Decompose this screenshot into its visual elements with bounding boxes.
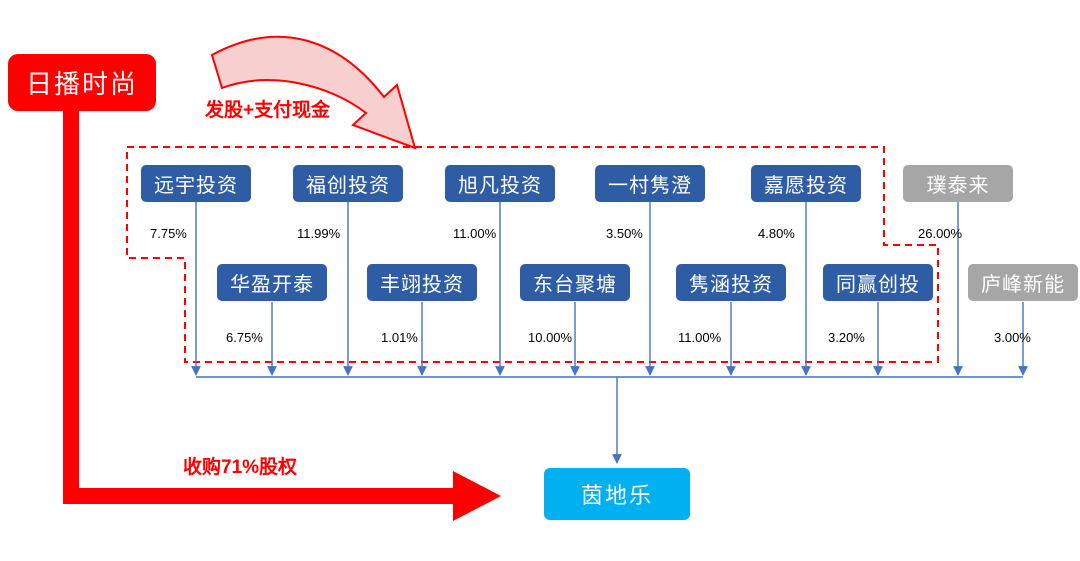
pct-label-r2-2: 1.01% [381,330,418,345]
target-box: 茵地乐 [544,468,690,520]
shareholder-box-r1-2: 福创投资 [293,165,403,202]
shareholder-box-r1-1: 远宇投资 [141,165,251,202]
pct-label-r1-2: 11.99% [297,226,341,241]
pct-label-r1-4: 3.50% [606,226,643,241]
shareholder-box-r1-5: 嘉愿投资 [751,165,861,202]
shareholder-box-r2-4: 隽涵投资 [676,264,786,301]
acquisition-arrow [63,111,501,521]
pct-label-r1-3: 11.00% [453,226,497,241]
acquirer-box: 日播时尚 [8,54,156,111]
pct-label-r1-1: 7.75% [150,226,187,241]
acquire-equity-label: 收购71%股权 [183,457,298,478]
shareholder-box-r2-2: 丰翊投资 [367,264,477,301]
shareholder-box-r2-6: 庐峰新能 [968,264,1078,301]
shareholder-box-r1-6: 璞泰来 [903,165,1013,202]
issue-shares-label: 发股+支付现金 [205,100,331,121]
issue-shares-curved-arrow [210,35,417,150]
pct-label-r2-3: 10.00% [528,330,573,345]
pct-label-r2-1: 6.75% [226,330,263,345]
pct-label-r1-6: 26.00% [918,226,963,241]
pct-label-r2-5: 3.20% [828,330,865,345]
shareholder-box-r1-3: 旭凡投资 [445,165,555,202]
shareholder-box-r1-4: 一村隽澄 [595,165,705,202]
shareholder-box-r2-1: 华盈开泰 [217,264,327,301]
pct-label-r1-5: 4.80% [758,226,795,241]
dashed-group-border [126,146,939,363]
pct-label-r2-6: 3.00% [994,330,1031,345]
shareholder-box-r2-3: 东台聚塘 [520,264,630,301]
shareholder-box-r2-5: 同赢创投 [823,264,933,301]
pct-label-r2-4: 11.00% [678,330,722,345]
